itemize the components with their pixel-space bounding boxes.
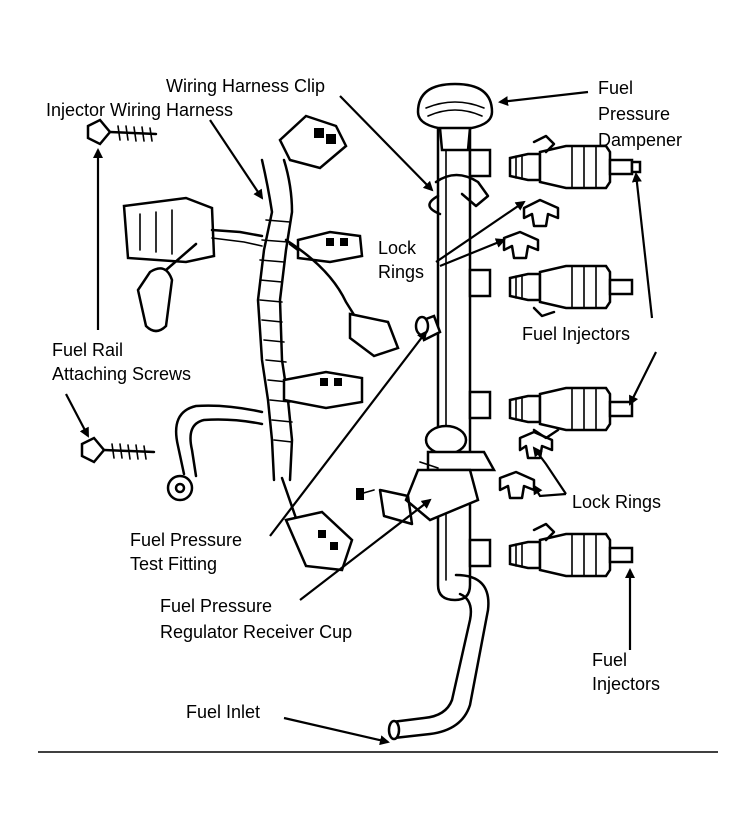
leaders [65,90,657,746]
label-lock-rings-upper-1: Lock [378,238,417,258]
label-fuel-pressure-dampener-2: Pressure [598,104,670,124]
fuel-injector [508,522,634,578]
label-fuel-rail-attaching-screws-1: Fuel Rail [52,340,123,360]
regulator-receiver-cup-part [356,424,497,526]
lock-ring [522,198,560,228]
injector-port [468,148,492,178]
label-fuel-injectors-upper: Fuel Injectors [522,324,630,344]
label-fuel-pressure-test-fitting-1: Fuel Pressure [130,530,242,550]
label-lock-rings-lower: Lock Rings [572,492,661,512]
fuel-injector [508,264,634,318]
fuel-injector [508,386,634,440]
fuel-pressure-test-fitting-part [414,314,442,342]
label-lock-rings-upper-2: Rings [378,262,424,282]
injector-port [468,268,492,298]
label-fuel-injectors-lower-1: Fuel [592,650,627,670]
injector-port [468,390,492,420]
injector-port [468,538,492,568]
label-regulator-receiver-cup-1: Fuel Pressure [160,596,272,616]
label-fuel-inlet: Fuel Inlet [186,702,260,722]
fuel-rail-attaching-screw [80,436,156,464]
label-wiring-harness-clip: Wiring Harness Clip [166,76,325,96]
label-fuel-rail-attaching-screws-2: Attaching Screws [52,364,191,384]
lock-ring [498,470,536,500]
fuel-pressure-dampener-part [416,82,494,152]
wiring-harness-clip-part [428,173,490,216]
fuel-rail [356,82,497,741]
lock-ring [502,230,540,260]
label-fuel-pressure-dampener-3: Dampener [598,130,682,150]
fuel-inlet-hose [387,573,490,741]
injector-wiring-harness-part [122,114,400,572]
label-injector-wiring-harness: Injector Wiring Harness [46,100,233,120]
fuel-rail-attaching-screw [86,118,158,146]
label-regulator-receiver-cup-2: Regulator Receiver Cup [160,622,352,642]
label-fuel-pressure-test-fitting-2: Test Fitting [130,554,217,574]
label-fuel-pressure-dampener-1: Fuel [598,78,633,98]
fuel-injector [508,134,642,190]
label-fuel-injectors-lower-2: Injectors [592,674,660,694]
